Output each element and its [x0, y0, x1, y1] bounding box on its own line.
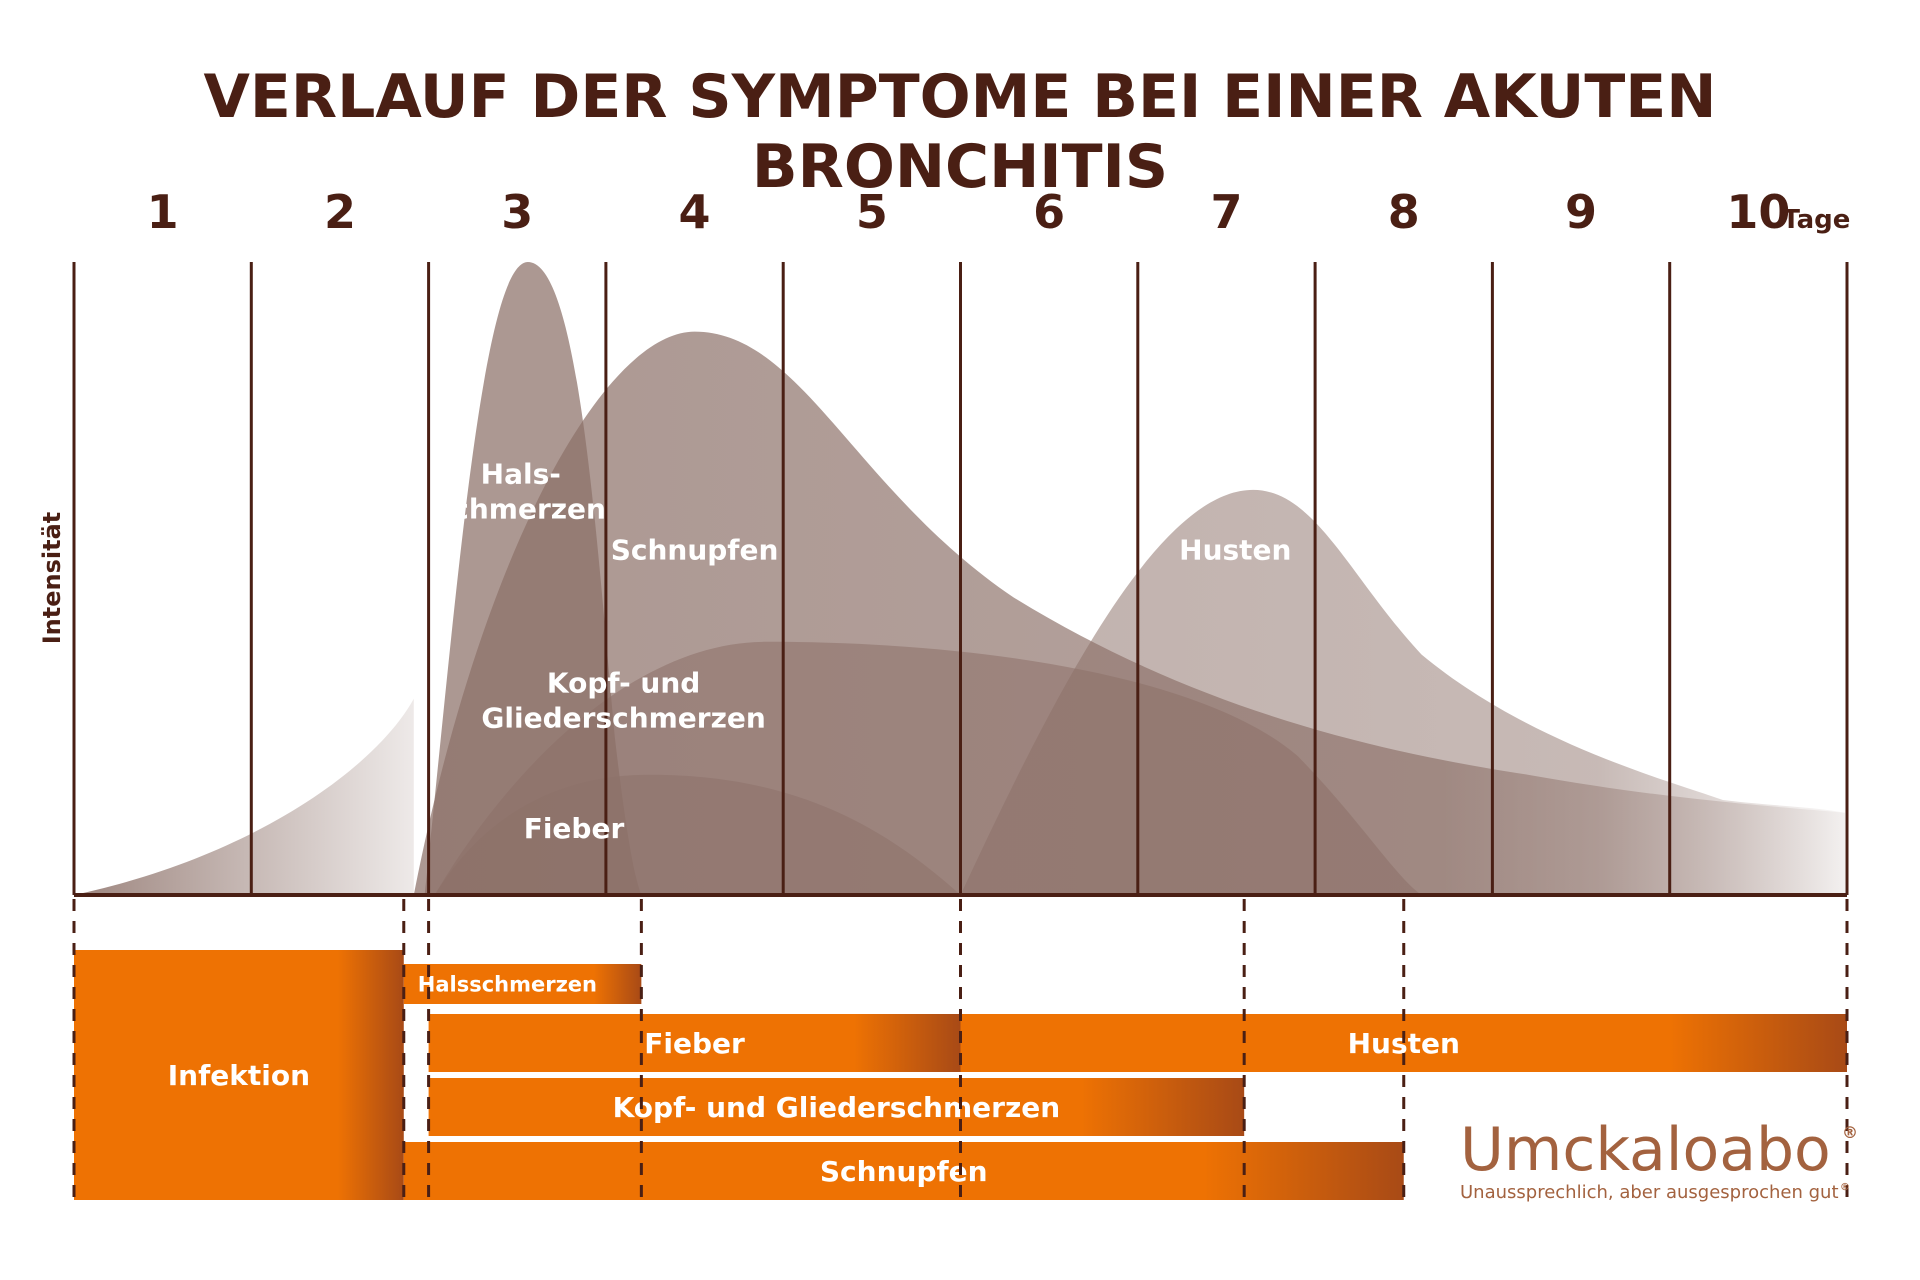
day-label-4: 4 — [679, 185, 711, 239]
brand-logo: Umckaloabo®Unaussprechlich, aber ausgesp… — [1460, 1115, 1858, 1203]
brand-tagline-mark: ® — [1840, 1182, 1850, 1193]
area-label-husten-0: Husten — [1179, 534, 1291, 567]
phase-bar-infektion — [74, 950, 404, 1200]
area-halsschmerzen — [424, 262, 642, 895]
day-label-9: 9 — [1565, 185, 1597, 239]
phase-bar-schnupfen — [403, 1142, 1404, 1200]
phase-label-schnupfen: Schnupfen — [820, 1155, 988, 1188]
area-label-fieber-0: Fieber — [524, 812, 625, 845]
phase-label-fieber: Fieber — [644, 1027, 745, 1060]
area-label-hals-schmerzen-0: Hals- — [481, 458, 561, 491]
chart-title: VERLAUF DER SYMPTOME BEI EINER AKUTEN BR… — [203, 62, 1717, 202]
phase-bar-halsschmerzen — [403, 964, 642, 1004]
phase-dividers — [72, 899, 1849, 1200]
area-label-hals-schmerzen-1: schmerzen — [436, 493, 606, 526]
day-gridlines — [72, 262, 1849, 895]
day-label-1: 1 — [147, 185, 179, 239]
brand-tagline: Unaussprechlich, aber ausgesprochen gut — [1460, 1182, 1839, 1203]
day-label-5: 5 — [856, 185, 888, 239]
day-label-8: 8 — [1388, 185, 1420, 239]
area-label-schnupfen-0: Schnupfen — [611, 534, 779, 567]
phase-label-halsschmerzen: Halsschmerzen — [418, 973, 597, 997]
brand-name: Umckaloabo — [1460, 1115, 1831, 1185]
day-label-6: 6 — [1033, 185, 1065, 239]
brand-registered-mark: ® — [1842, 1123, 1858, 1142]
area-husten — [960, 489, 1845, 895]
phase-label-infektion: Infektion — [168, 1059, 310, 1092]
phase-bar-fieber — [428, 1014, 961, 1072]
phase-label-kopf-und-gliederschmerzen: Kopf- und Gliederschmerzen — [613, 1091, 1061, 1124]
day-label-7: 7 — [1210, 185, 1242, 239]
phase-bar-kopf-und-gliederschmerzen — [428, 1078, 1245, 1136]
day-label-10: 10 — [1726, 185, 1790, 239]
day-label-2: 2 — [324, 185, 356, 239]
y-axis-label: Intensität — [38, 512, 66, 645]
day-label-3: 3 — [501, 185, 533, 239]
area-infektion — [74, 698, 414, 895]
x-unit-label: Tage — [1782, 205, 1850, 235]
area-label-kopf-und-gliederschmerzen-1: Gliederschmerzen — [481, 701, 765, 734]
symptom-areas — [74, 262, 1845, 895]
area-label-kopf-und-gliederschmerzen-0: Kopf- und — [547, 666, 700, 699]
